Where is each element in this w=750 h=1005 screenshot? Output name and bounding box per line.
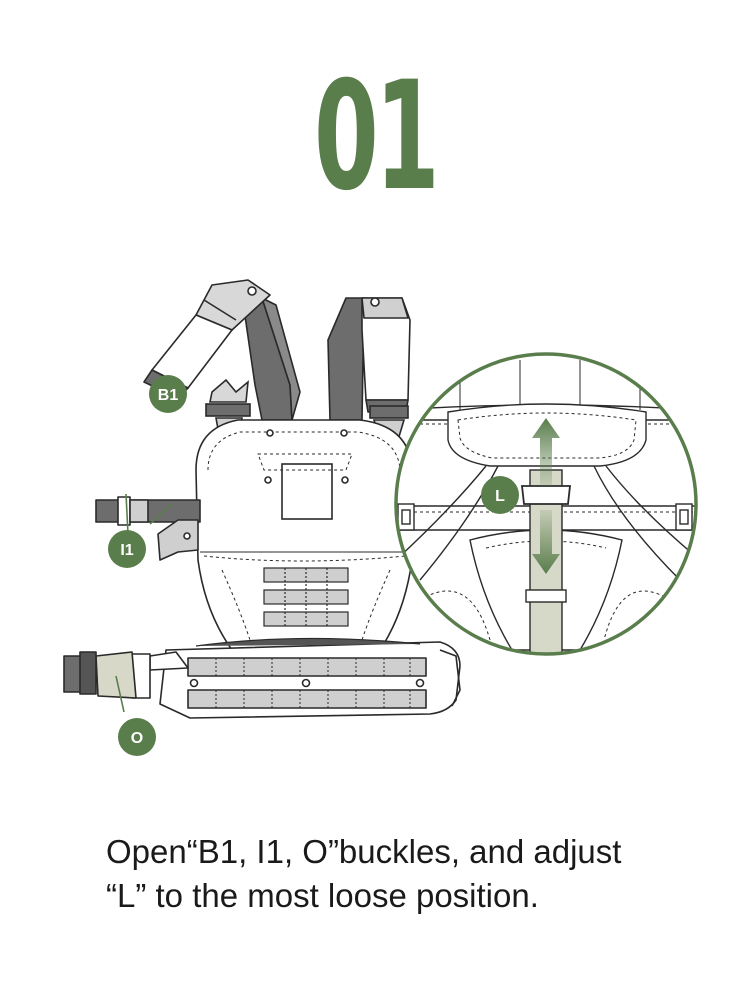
label-o: O [118, 718, 156, 756]
svg-text:O: O [131, 730, 143, 747]
svg-text:B1: B1 [158, 387, 179, 404]
label-b1: B1 [149, 375, 187, 413]
instruction-line-1: Open“B1, I1, O”buckles, and adjust [106, 833, 622, 870]
instruction-text: Open“B1, I1, O”buckles, and adjust “L” t… [106, 830, 726, 918]
carrier-body-panel [195, 419, 413, 651]
body-webbing [263, 567, 349, 627]
svg-text:I1: I1 [120, 542, 133, 559]
label-l: L [481, 476, 519, 514]
left-shoulder-strap [143, 279, 301, 421]
label-i1: I1 [108, 530, 146, 568]
instruction-line-2: “L” to the most loose position. [106, 877, 539, 914]
svg-text:L: L [495, 488, 505, 505]
side-strap [95, 496, 201, 561]
right-shoulder-strap [327, 297, 411, 421]
magnifier-detail-view [394, 352, 698, 656]
step-number: 01 [314, 50, 440, 224]
adjustment-arrows [532, 418, 560, 574]
baby-carrier-illustration: B1 I1 O L [63, 279, 698, 756]
waist-belt [63, 637, 461, 719]
